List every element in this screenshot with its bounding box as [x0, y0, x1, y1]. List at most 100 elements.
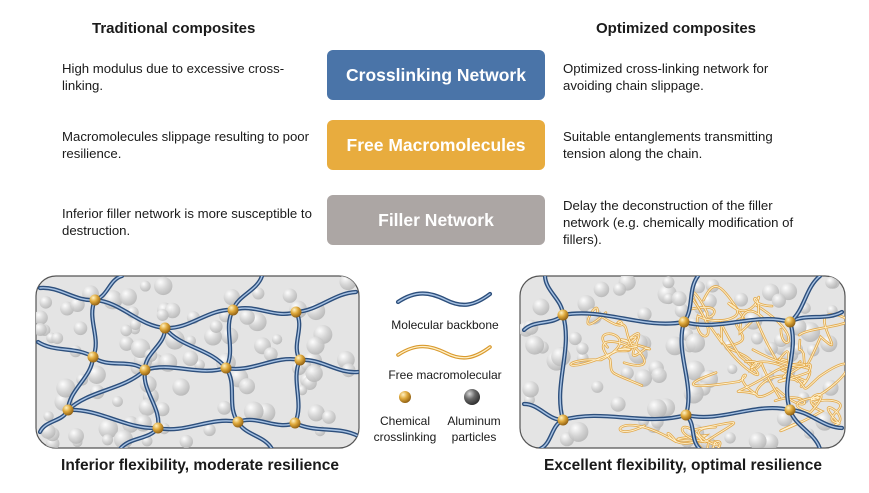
legend-particles-label: Aluminum particles — [447, 414, 501, 444]
crosslink-node — [62, 404, 74, 416]
filler-particle — [182, 350, 199, 367]
filler-particle — [322, 410, 336, 424]
crosslink-node — [232, 416, 244, 428]
free-macromolecule-highlight — [690, 296, 790, 343]
filler-particle — [156, 309, 169, 322]
backbone-chain-highlight — [295, 291, 357, 313]
optimized-caption: Excellent flexibility, optimal resilienc… — [544, 457, 822, 474]
filler-particle — [73, 321, 88, 336]
filler-particle — [748, 432, 767, 448]
crosslink-node — [87, 351, 99, 363]
filler-particle — [620, 366, 634, 380]
backbone-chain-highlight — [91, 299, 97, 358]
free-macromolecule-highlight — [739, 297, 801, 369]
filler-particle — [613, 282, 627, 296]
filler-particle — [734, 292, 748, 307]
crosslink-node — [220, 362, 232, 374]
filler-particle — [307, 404, 325, 422]
filler-particle — [87, 365, 106, 384]
filler-particle — [102, 434, 114, 446]
backbone-chain-highlight — [94, 299, 166, 329]
backbone-chain-highlight — [294, 422, 359, 437]
backbone-chain-highlight — [164, 309, 234, 329]
backbone-chain-highlight — [143, 369, 160, 429]
filler-particle — [98, 418, 119, 439]
filler-particle — [685, 333, 706, 353]
crosslink-node — [159, 322, 171, 334]
backbone-chain-highlight — [685, 407, 791, 418]
backbone-chain-highlight — [67, 369, 146, 411]
filler-particle — [610, 396, 626, 412]
filler-particle — [634, 369, 653, 387]
filler-particle — [239, 309, 255, 325]
legend-crosslink-label: Chemical crosslinking — [373, 414, 437, 444]
crosslink-node — [290, 306, 302, 318]
backbone-chain-highlight — [225, 358, 301, 370]
filler-particle — [68, 428, 84, 444]
backbone-chain-highlight — [237, 419, 296, 426]
optimized-filler-text: Delay the deconstruction of the filler n… — [563, 198, 794, 247]
backbone-chain-highlight — [786, 321, 794, 411]
filler-particle — [252, 287, 265, 300]
legend-free-label: Free macromolecular — [388, 368, 502, 382]
backbone-chain-highlight — [683, 318, 791, 326]
filler-particle — [825, 276, 838, 289]
filler-particle — [120, 324, 133, 337]
filler-particle — [139, 280, 151, 292]
free-macromolecule-highlight — [780, 399, 841, 432]
filler-particle — [51, 332, 64, 345]
filler-particle — [577, 295, 595, 313]
filler-particle — [525, 335, 545, 355]
crosslink-node — [784, 316, 796, 328]
filler-particle — [662, 276, 675, 289]
free-macromolecule-highlight — [798, 313, 845, 367]
free-macromolecules-pill: Free Macromolecules — [327, 120, 545, 170]
filler-particle — [56, 378, 76, 398]
filler-particle — [684, 360, 705, 381]
filler-particle — [532, 298, 550, 316]
free-macromolecule-highlight — [745, 361, 811, 382]
backbone-chain-highlight — [562, 312, 685, 325]
crosslink-node — [678, 316, 690, 328]
filler-particle — [551, 346, 571, 367]
legend-crosslink-icon — [399, 391, 411, 403]
backbone-chain-highlight — [232, 307, 297, 315]
filler-particle — [164, 302, 181, 319]
filler-particle — [172, 378, 190, 396]
optimized-heading: Optimized composites — [596, 20, 757, 37]
crosslink-node — [294, 354, 306, 366]
crosslink-node — [89, 294, 101, 306]
optimized-crosslinking-text: Optimized cross-linking network for avoi… — [563, 61, 769, 93]
filler-particle — [751, 332, 764, 345]
filler-particle — [591, 380, 604, 393]
backbone-chain-highlight — [680, 321, 690, 416]
filler-particle — [568, 331, 582, 346]
filler-particle — [671, 291, 687, 307]
free-macromolecule-highlight — [570, 333, 643, 386]
traditional-crosslinking-text: High modulus due to excessive cross-link… — [62, 61, 285, 93]
crosslink-node — [680, 409, 692, 421]
filler-particle — [771, 293, 786, 308]
backbone-chain-highlight — [562, 414, 687, 421]
legend-particle-icon — [464, 389, 480, 405]
filler-particle — [774, 333, 788, 348]
filler-particle — [36, 310, 48, 325]
traditional-free-text: Macromolecules slippage resulting to poo… — [62, 129, 310, 161]
filler-particle — [69, 297, 85, 313]
filler-particle — [522, 381, 539, 398]
filler-particle — [271, 334, 283, 345]
filler-particle — [576, 342, 589, 355]
filler-particle — [217, 400, 232, 415]
filler-particle — [263, 347, 278, 362]
traditional-heading: Traditional composites — [92, 20, 256, 37]
filler-particle — [243, 401, 264, 422]
filler-particle — [119, 336, 134, 351]
backbone-chain-highlight — [67, 356, 94, 411]
filler-particle — [305, 364, 323, 383]
filler-particle — [663, 293, 675, 305]
filler-particle — [282, 288, 298, 303]
filler-particle — [593, 281, 610, 298]
filler-particle — [203, 423, 216, 437]
backbone-chain-highlight — [157, 420, 239, 430]
